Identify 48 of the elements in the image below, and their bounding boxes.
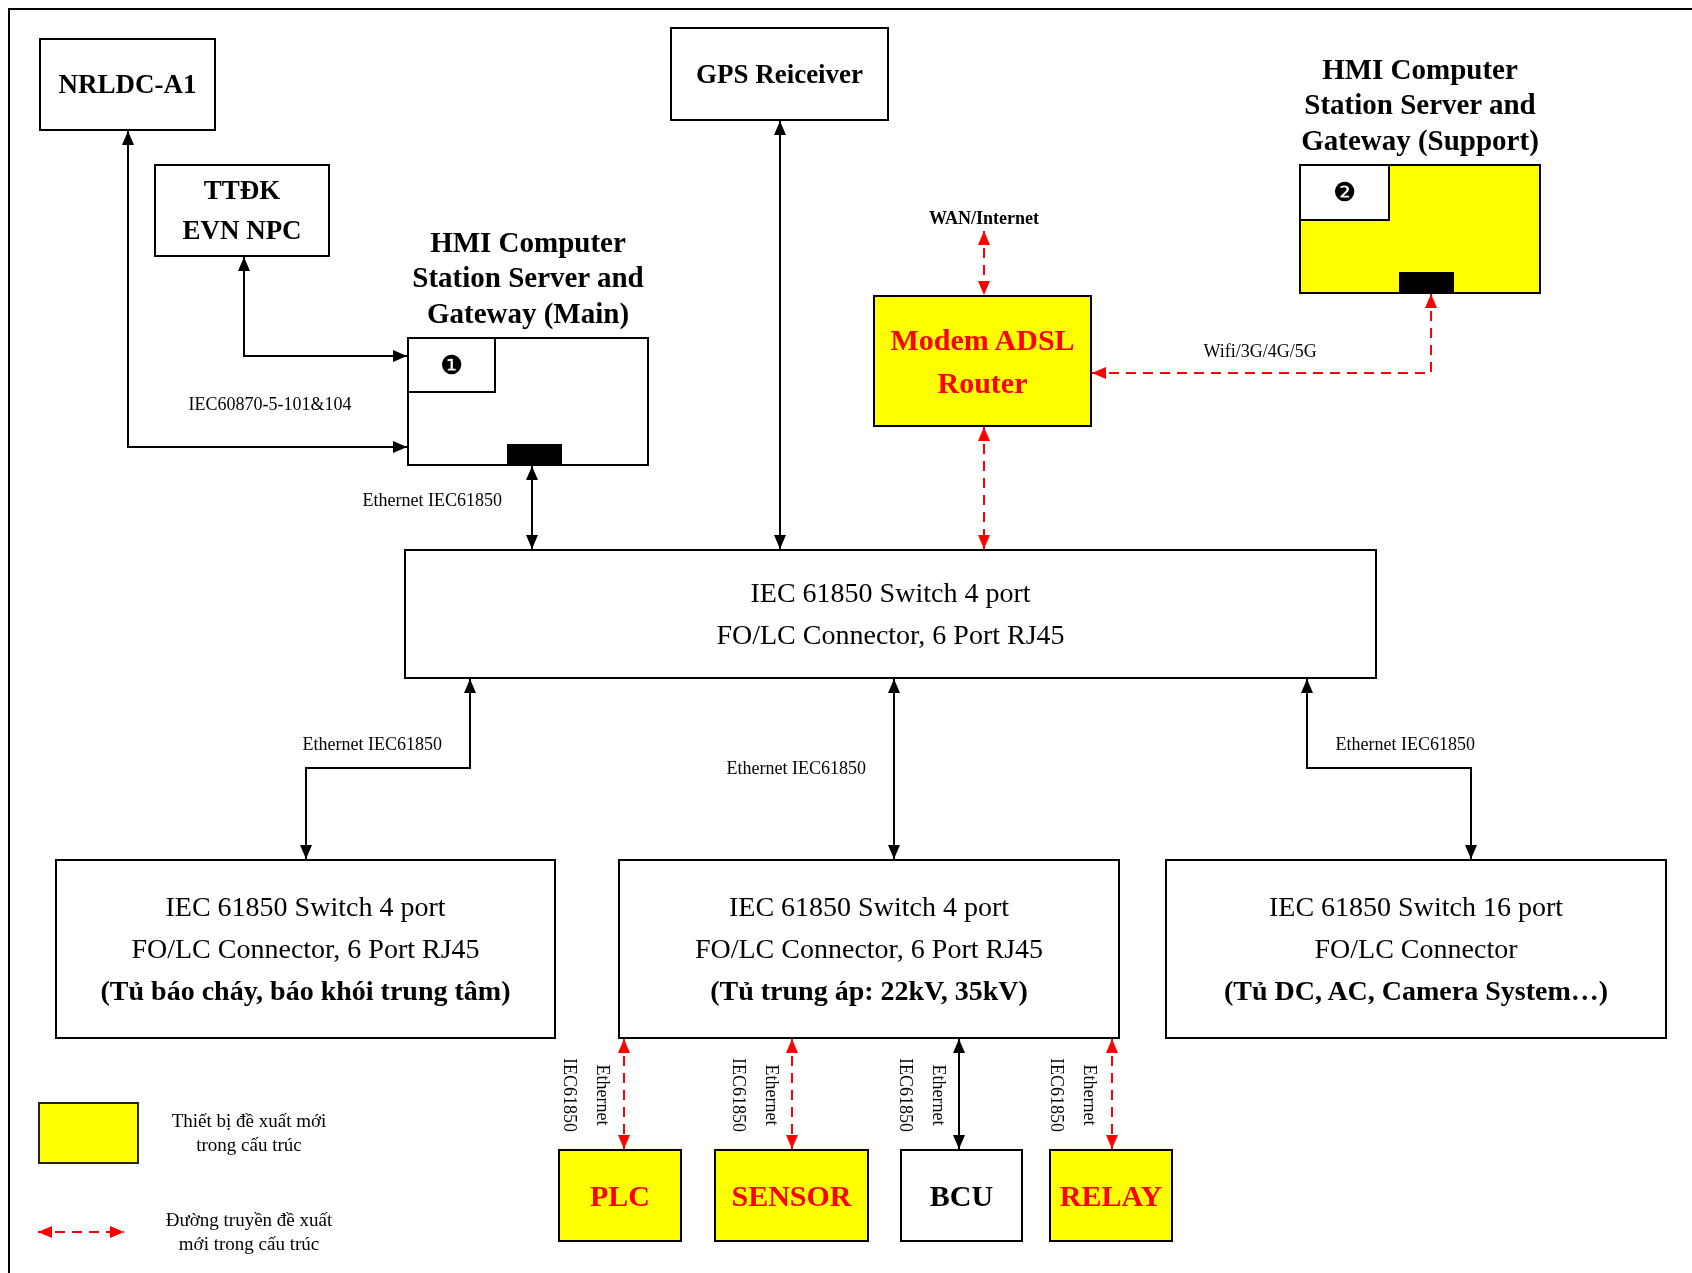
edge-label: Ethernet IEC61850 [895,1057,950,1134]
device-box: BCU [900,1149,1023,1242]
connector-arrow [122,130,408,453]
device-box: PLC [558,1149,682,1242]
cabinet-label: (Tủ trung áp: 22kV, 35kV) [710,974,1028,1008]
system-box: NRLDC-A1 [39,38,216,131]
system-box: TTĐK EVN NPC [154,164,330,257]
connector-arrow [1301,678,1477,860]
connector-arrow [1106,1038,1118,1150]
connector-arrow [300,678,476,860]
device-box: RELAY [1049,1149,1173,1242]
connector-arrow [888,678,900,860]
connector-arrow [786,1038,798,1150]
connector-arrow [978,426,990,550]
switch-box [618,859,1120,1039]
switch-spec: FO/LC Connector, 6 Port RJ45 [716,618,1065,652]
edge-label: Ethernet IEC61850 [1046,1057,1101,1134]
switch-spec: FO/LC Connector, 6 Port RJ45 [131,932,480,966]
switch-spec: FO/LC Connector, 6 Port RJ45 [694,932,1044,966]
router-box: Modem ADSL Router [873,295,1092,427]
edge-label: Ethernet IEC61850 [728,1057,783,1134]
connector-arrow [526,465,538,550]
legend-text: Đường truyền đề xuất mới trong cấu trúc [164,1208,334,1256]
legend-text: Thiết bị đề xuất mới trong cấu trúc [170,1109,328,1157]
switch-box [55,859,556,1039]
cabinet-label: (Tủ báo cháy, báo khói trung tâm) [100,974,511,1008]
connector-arrow [238,256,408,362]
switch-box [1165,859,1667,1039]
switch-spec: IEC 61850 Switch 4 port [729,890,1009,924]
connector-arrow [618,1038,630,1150]
device-box: SENSOR [714,1149,869,1242]
edge-label: Ethernet IEC61850 [559,1057,614,1134]
connector-arrow [953,1038,965,1150]
number-tag: ❷ [1299,164,1390,221]
switch-box [404,549,1377,679]
network-label: WAN/Internet [920,205,1048,231]
server-title: HMI Computer Station Server and Gateway (Main) [411,224,645,331]
connector-arrow [1091,293,1437,379]
system-box: GPS Reiceiver [670,27,889,121]
cabinet-label: (Tủ DC, AC, Camera System…) [1223,974,1609,1008]
number-tag: ❶ [407,337,496,393]
switch-spec: IEC 61850 Switch 4 port [165,890,446,924]
switch-spec: IEC 61850 Switch 16 port [1269,890,1563,924]
server-title: HMI Computer Station Server and Gateway (Support) [1300,51,1540,158]
connector-arrow [774,120,786,550]
switch-spec: FO/LC Connector [1314,932,1518,966]
connector-arrow [978,230,990,296]
switch-spec: IEC 61850 Switch 4 port [750,576,1031,610]
